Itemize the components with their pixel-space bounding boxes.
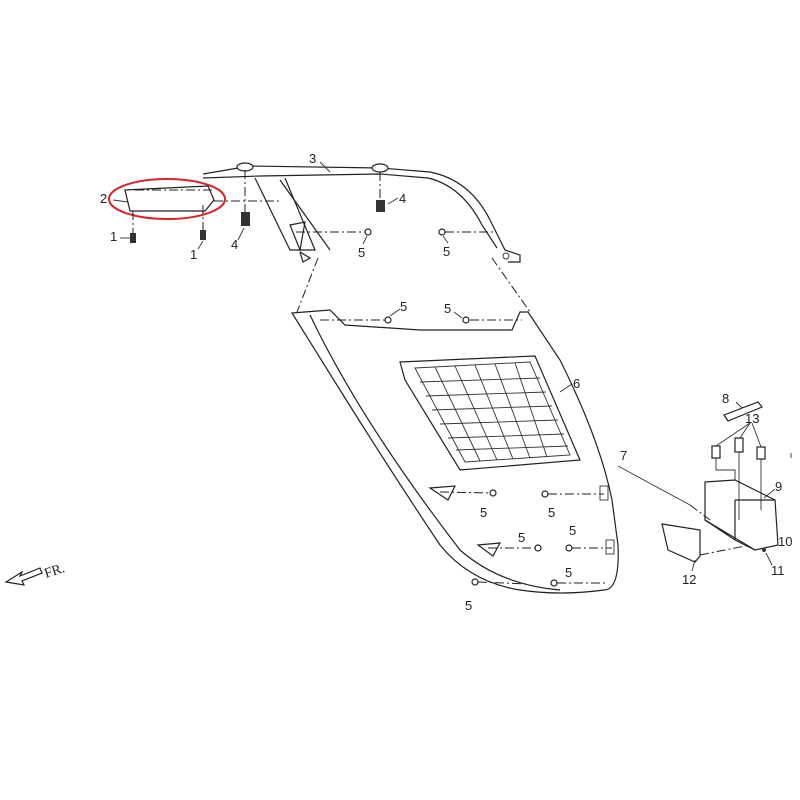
part-6-grille-panel (290, 309, 619, 594)
callout-5: 5 (443, 244, 450, 259)
callout-5: 5 (400, 299, 407, 314)
callout-1: 1 (190, 247, 197, 262)
callout-5: 5 (569, 523, 576, 538)
callout-7: 7 (620, 448, 627, 463)
callout-labels: 1 1 2 3 4 4 5 5 5 5 5 5 5 5 5 5 6 7 8 9 … (43, 151, 793, 613)
part-3-upper-frame (202, 162, 521, 263)
part-2-cover (108, 178, 280, 220)
callout-8: 8 (722, 391, 729, 406)
part-8-plate (723, 401, 763, 422)
callout-5: 5 (480, 505, 487, 520)
callout-5: 5 (565, 565, 572, 580)
callout-10: 10 (778, 534, 792, 549)
callout-4: 4 (399, 191, 406, 206)
part-10-11-nut (762, 548, 766, 552)
callout-12: 12 (682, 572, 696, 587)
callout-3: 3 (309, 151, 316, 166)
highlight-circle (108, 178, 226, 220)
callout-5: 5 (465, 598, 472, 613)
callout-2: 2 (100, 191, 107, 206)
part-7-rod (617, 465, 691, 506)
callout-5: 5 (548, 505, 555, 520)
front-direction-arrow (4, 567, 43, 586)
part-9-box (704, 479, 779, 551)
fasteners (130, 170, 612, 587)
grille-mesh (419, 362, 569, 462)
part-12-bracket (661, 523, 701, 563)
callout-5: 5 (358, 245, 365, 260)
callout-5: 5 (518, 530, 525, 545)
part-13-bolts (711, 437, 766, 520)
callout-5: 5 (444, 301, 451, 316)
callout-11: 11 (771, 563, 785, 578)
front-direction-label: FR. (43, 561, 67, 582)
callout-6: 6 (573, 376, 580, 391)
callout-13: 13 (745, 411, 759, 426)
callout-1: 1 (110, 229, 117, 244)
callout-9: 9 (775, 479, 782, 494)
callout-4: 4 (231, 237, 238, 252)
